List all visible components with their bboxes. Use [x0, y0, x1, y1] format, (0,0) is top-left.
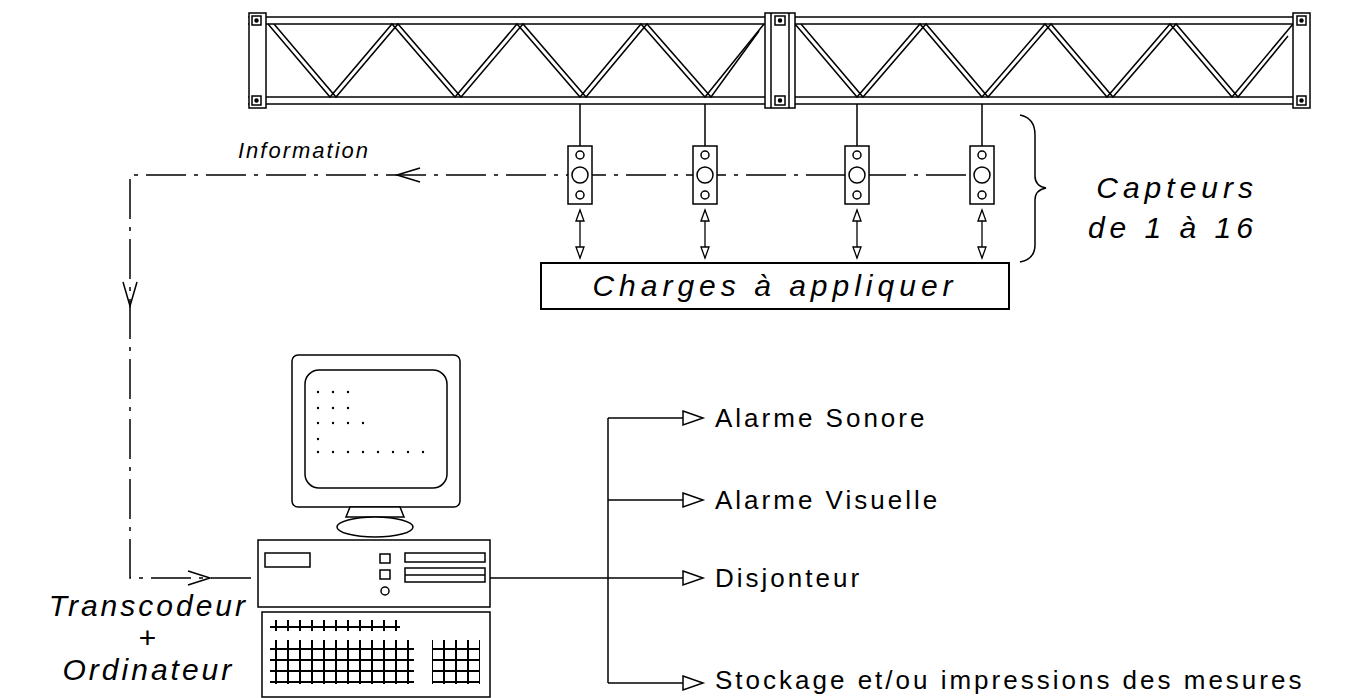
information-line — [123, 168, 966, 585]
signal-label: Information — [238, 138, 370, 164]
sensors — [568, 104, 994, 204]
output-label: Disjonteur — [715, 562, 862, 594]
output-label: Stockage et/ou impressions des mesures — [715, 664, 1304, 696]
computer — [258, 355, 490, 697]
output-lines — [490, 411, 703, 690]
load-arrows — [576, 210, 986, 258]
output-label: Alarme Sonore — [715, 402, 927, 434]
sensor-bracket-label: Capteurs de 1 à 16 — [1058, 168, 1258, 248]
bolts — [252, 16, 1306, 105]
device-label: Transcodeur + Ordinateur — [49, 590, 248, 686]
computer-node: Transcodeur + Ordinateur — [258, 355, 490, 698]
truss — [248, 13, 1310, 108]
bracket — [1020, 115, 1046, 262]
output-label: Alarme Visuelle — [715, 484, 940, 516]
box-text: Charges à appliquer — [592, 268, 957, 304]
screen-dots — [317, 391, 424, 453]
process-box: Charges à appliquer — [540, 262, 1010, 310]
